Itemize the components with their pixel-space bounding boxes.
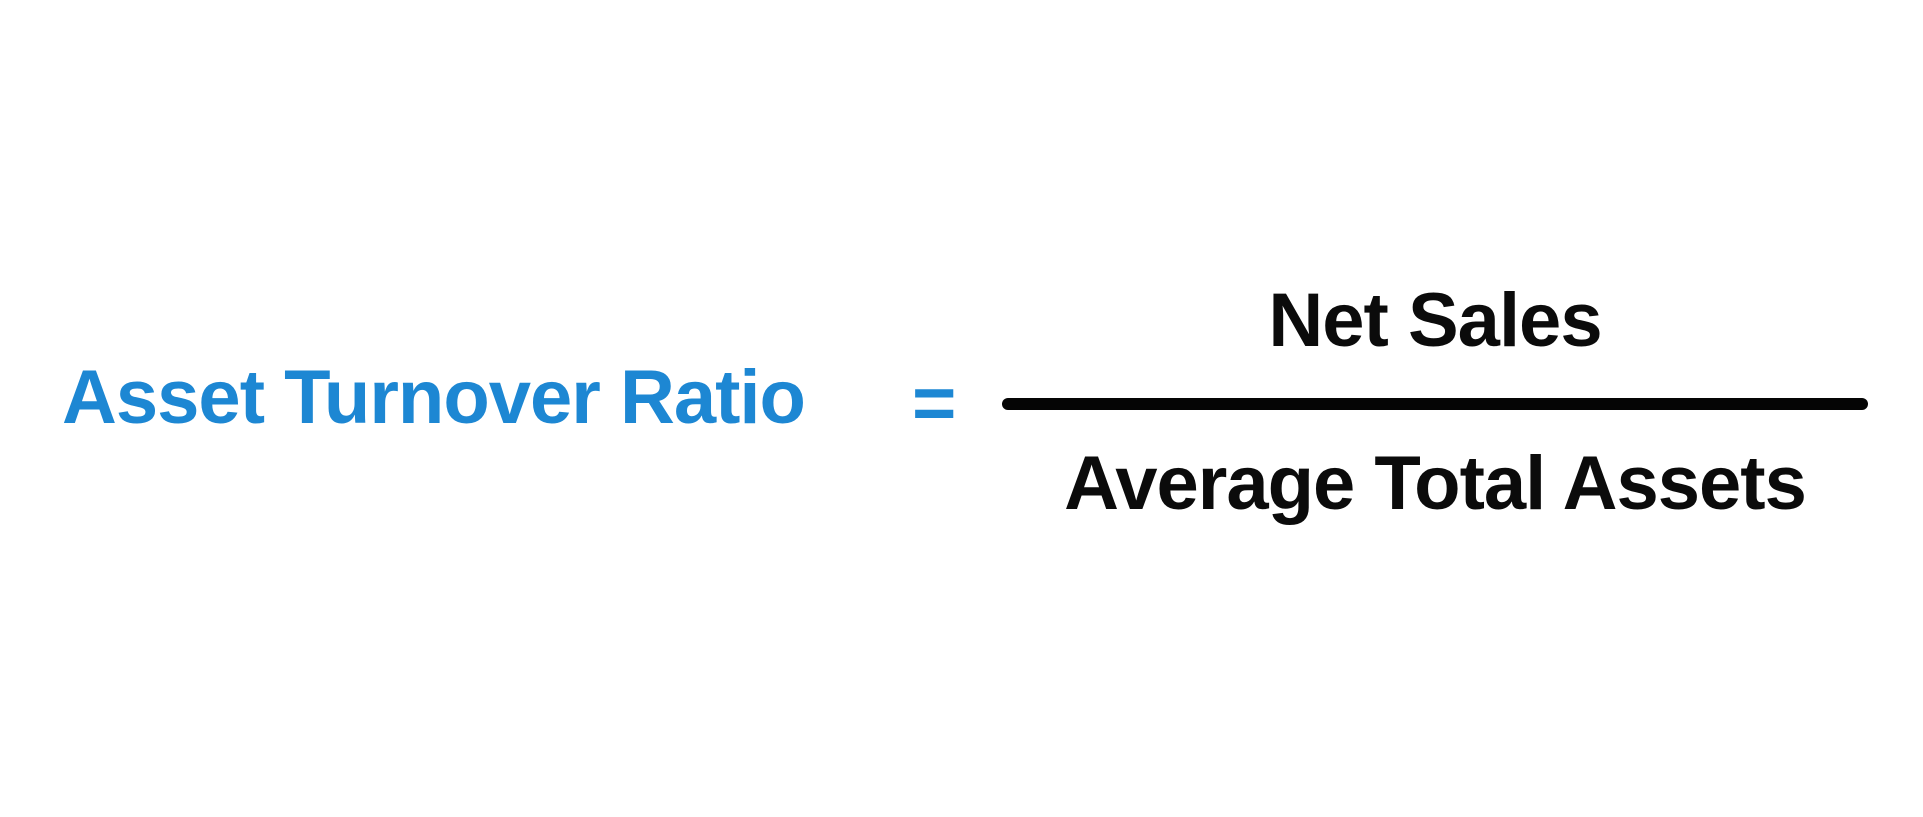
fraction-bar (1002, 398, 1868, 410)
equals-sign: = (912, 361, 957, 446)
denominator-label: Average Total Assets (1064, 441, 1807, 526)
numerator-label: Net Sales (1268, 278, 1602, 363)
formula-lhs-label: Asset Turnover Ratio (62, 355, 806, 440)
fraction: Net Sales Average Total Assets (1002, 283, 1868, 522)
